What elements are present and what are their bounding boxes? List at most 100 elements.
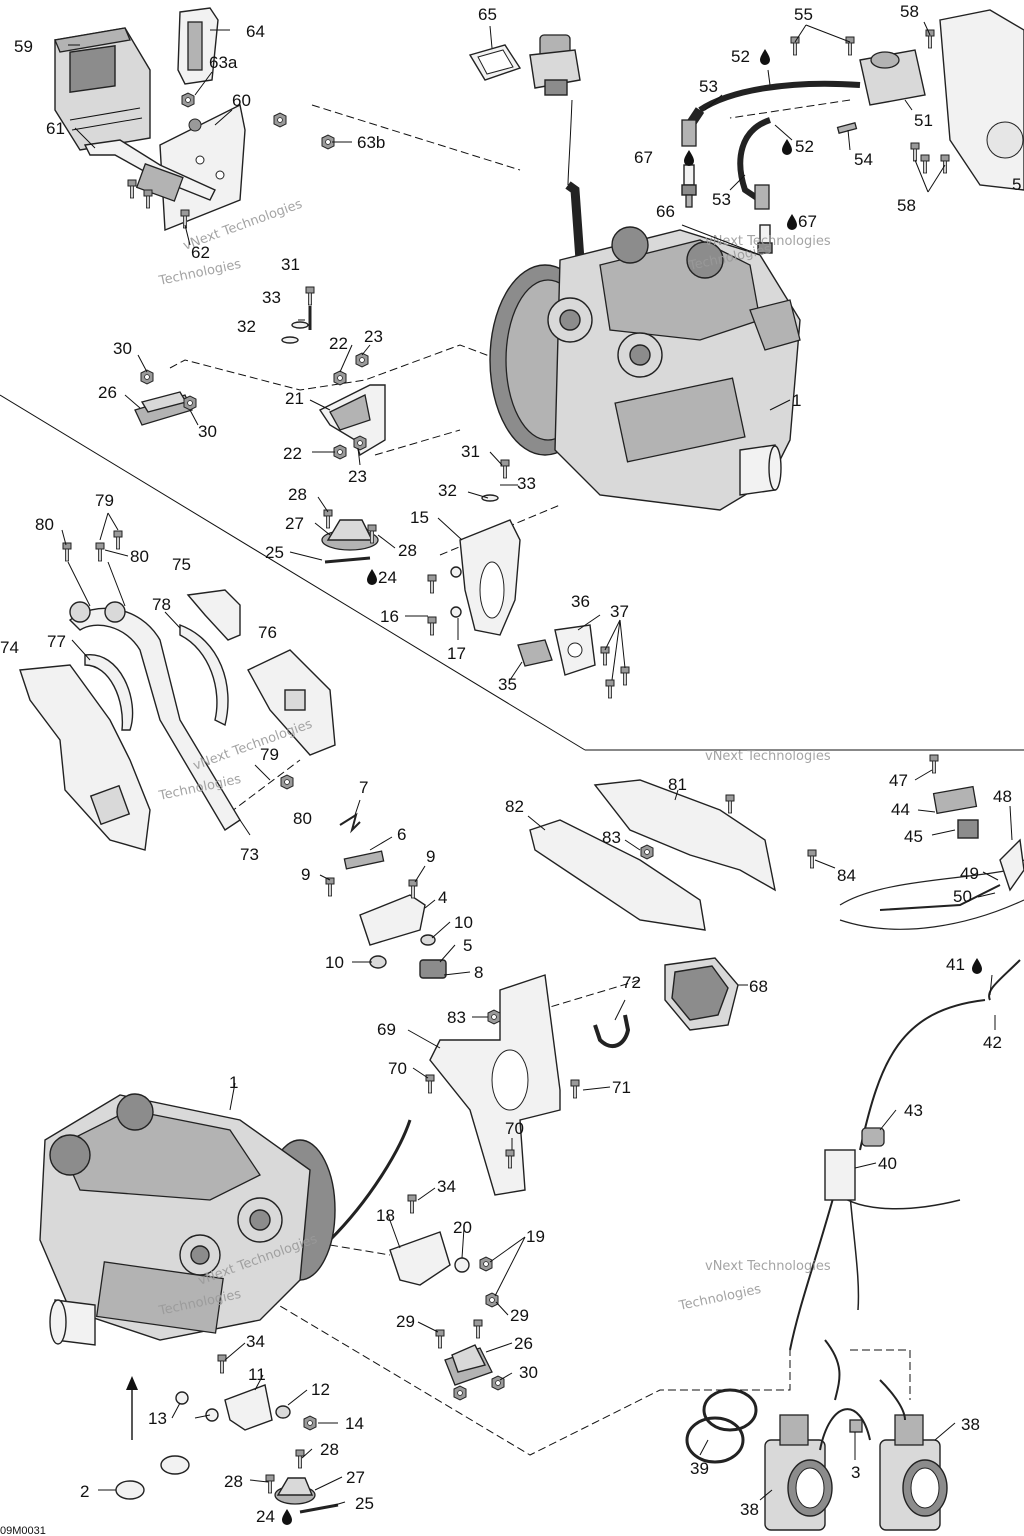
callout-label: 22: [329, 334, 348, 353]
callout-label: 67: [634, 148, 653, 167]
oil-pump: [529, 34, 581, 186]
callout-label: 21: [285, 389, 304, 408]
callout-label: 39: [690, 1459, 709, 1478]
callout-label: 25: [355, 1494, 374, 1513]
callout-label: 66: [656, 202, 675, 221]
callout-label: 47: [889, 771, 908, 790]
callout-label: 62: [191, 243, 210, 262]
watermark-text: Technologies: [677, 1282, 763, 1314]
sensor-6: [339, 812, 385, 870]
callout-label: 2: [80, 1482, 89, 1501]
callout-label: 23: [348, 467, 367, 486]
exhaust-cover-68: [664, 957, 739, 1031]
callout-label: 64: [246, 22, 265, 41]
callout-label: 65: [478, 5, 497, 24]
callout-label: 25: [265, 543, 284, 562]
bracket-36: [554, 624, 596, 676]
callout-label: 16: [380, 607, 399, 626]
watermark-text: vNext Technologies: [705, 749, 831, 764]
callout-label: 26: [98, 383, 117, 402]
engine-lower: [39, 1093, 336, 1346]
engine-mount-18: [389, 1231, 451, 1286]
callout-label: 34: [437, 1177, 456, 1196]
callout-label: 27: [285, 514, 304, 533]
carburetor-right: [879, 1414, 948, 1531]
callout-label: 27: [346, 1468, 365, 1487]
belt-guard-77: [84, 654, 134, 731]
callout-label: 73: [240, 845, 259, 864]
callout-label: 34: [246, 1332, 265, 1351]
callout-label: 32: [438, 481, 457, 500]
engine-mount-21: [318, 384, 386, 457]
callout-label: 1: [229, 1073, 238, 1092]
drawing-code: 09M0031: [0, 1525, 46, 1536]
callout-label: 59: [14, 37, 33, 56]
leader-lines: [61, 21, 1013, 1506]
callout-label: 13: [148, 1409, 167, 1428]
carburetor-left: [764, 1414, 833, 1531]
callout-label: 52: [731, 47, 750, 66]
engine-bracket-upper-right: [939, 9, 1024, 191]
callout-label: 71: [612, 1078, 631, 1097]
callout-label: 9: [426, 847, 435, 866]
callout-label: 67: [798, 212, 817, 231]
callout-label: 20: [453, 1218, 472, 1237]
callout-label: 70: [388, 1059, 407, 1078]
callout-label: 80: [35, 515, 54, 534]
callout-label: 49: [960, 864, 979, 883]
callout-label: 37: [610, 602, 629, 621]
watermark-text: vNext Technologies: [705, 1259, 831, 1274]
callout-label: 36: [571, 592, 590, 611]
callout-label: 77: [47, 632, 66, 651]
callout-label: 8: [474, 963, 483, 982]
sensor-5: [419, 959, 447, 979]
callout-label: 29: [510, 1306, 529, 1325]
callout-label: 40: [878, 1154, 897, 1173]
callout-label: 30: [198, 422, 217, 441]
callout-label: 72: [622, 973, 641, 992]
callout-label: 79: [260, 745, 279, 764]
watermark-text: vNext Technologies: [191, 717, 314, 774]
callout-label: 53: [699, 77, 718, 96]
heat-shield-81: [593, 779, 776, 892]
callout-label: 75: [172, 555, 191, 574]
rubber-mount-27: [321, 519, 379, 551]
callout-label: 3: [851, 1463, 860, 1482]
spark-plug-right: [757, 224, 773, 254]
engine-bracket-15: [459, 519, 521, 636]
callout-label: 22: [283, 444, 302, 463]
block-35: [517, 639, 553, 667]
callout-label: 24: [256, 1507, 275, 1526]
callout-label: 58: [897, 196, 916, 215]
callout-label: 15: [410, 508, 429, 527]
callout-label: 48: [993, 787, 1012, 806]
callout-label: 18: [376, 1206, 395, 1225]
callout-label: 11: [248, 1365, 266, 1384]
callout-label: 30: [519, 1363, 538, 1382]
engine-upper: [489, 226, 801, 511]
callout-label: 38: [961, 1415, 980, 1434]
sensor-bracket-44: [932, 785, 979, 839]
callout-label: 28: [398, 541, 417, 560]
engine-mount-11: [224, 1384, 273, 1431]
callout-label: 4: [438, 888, 447, 907]
rubber-mount-26-lower: [444, 1344, 493, 1386]
callout-label: 43: [904, 1101, 923, 1120]
callout-label: 26: [514, 1334, 533, 1353]
cover-76: [247, 649, 336, 756]
callout-label: 60: [232, 91, 251, 110]
spark-plug-left: [681, 164, 697, 208]
callout-label: 24: [378, 568, 397, 587]
callout-label: 33: [262, 288, 281, 307]
callout-label: 74: [0, 638, 19, 657]
callout-label: 38: [740, 1500, 759, 1519]
callout-label: 28: [224, 1472, 243, 1491]
callout-label: 10: [325, 953, 344, 972]
callout-label: 80: [130, 547, 149, 566]
callout-label: 32: [237, 317, 256, 336]
callout-label: 14: [345, 1414, 364, 1433]
callout-label: 78: [152, 595, 171, 614]
cover-75: [186, 589, 241, 641]
